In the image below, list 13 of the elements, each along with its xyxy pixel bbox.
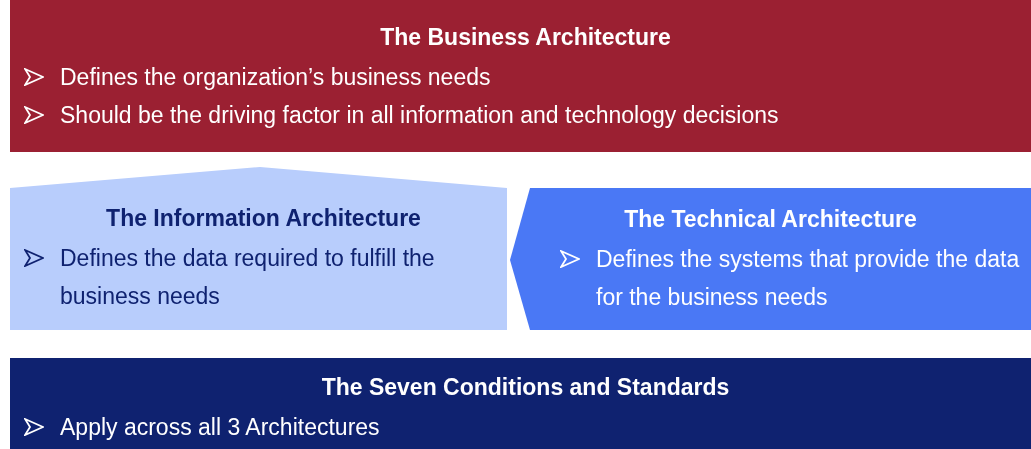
bullet-text: Defines the data required to fulfill the business needs [60, 244, 436, 311]
chevron-box [510, 188, 1031, 330]
pentagon-box [10, 167, 507, 330]
heading: The Information Architecture [105, 204, 422, 233]
bullet-text: Apply across all 3 Architectures [60, 413, 380, 442]
heading: The Technical Architecture [623, 205, 918, 234]
banner-box [10, 0, 1031, 152]
bullet-text: Defines the organization’s business needs [60, 63, 491, 92]
bullet-text: Should be the driving factor in all information and technology decisions [60, 101, 779, 130]
bullet-text: Defines the systems that provide the data for the business needs [596, 245, 1021, 312]
heading: The Business Architecture [379, 23, 672, 52]
heading: The Seven Conditions and Standards [320, 373, 731, 402]
banner-box [10, 358, 1031, 449]
